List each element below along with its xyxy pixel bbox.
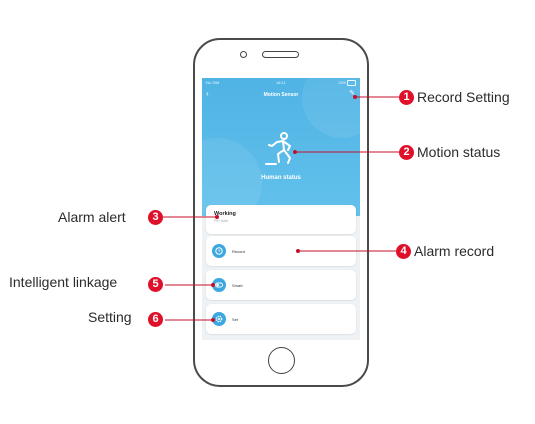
leader-dot-2	[293, 150, 297, 154]
app-screen: No SIM 16:11 13% ‹ Motion Sensor ✎ Human…	[202, 78, 360, 340]
record-label: Record	[232, 249, 245, 254]
carrier-text: No SIM	[206, 80, 220, 85]
alarm-alert-card[interactable]: Working PIR state	[206, 205, 356, 234]
callout-setting: Setting	[88, 309, 132, 325]
callout-badge-5: 5	[148, 277, 163, 292]
home-button[interactable]	[268, 347, 295, 374]
callout-badge-2: 2	[399, 145, 414, 160]
human-status-label: Human status	[261, 175, 301, 181]
callout-alarm-record: Alarm record	[414, 243, 495, 259]
leader-dot-4	[296, 249, 300, 253]
callout-badge-4: 4	[396, 244, 411, 259]
callout-intelligent-linkage: Intelligent linkage	[9, 274, 118, 290]
leader-dot-3	[215, 215, 219, 219]
set-label: Set	[232, 317, 239, 322]
smart-label: Smart	[232, 283, 243, 288]
leader-dot-5	[211, 283, 215, 287]
battery-icon	[347, 80, 356, 86]
clock-icon	[212, 244, 226, 258]
smart-row[interactable]: Smart	[206, 270, 356, 300]
callout-motion-status: Motion status	[417, 144, 501, 160]
toggle-icon	[212, 278, 226, 292]
hero-panel: No SIM 16:11 13% ‹ Motion Sensor ✎ Human…	[202, 78, 360, 228]
callout-alarm-alert: Alarm alert	[58, 209, 126, 225]
back-chevron-icon[interactable]: ‹	[206, 89, 209, 98]
alarm-state-title: Working	[214, 211, 236, 217]
set-row[interactable]: Set	[206, 304, 356, 334]
leader-dot-1	[353, 95, 357, 99]
running-person-icon	[265, 132, 291, 165]
callout-badge-1: 1	[399, 90, 414, 105]
gear-icon	[212, 312, 226, 326]
status-bar: No SIM 16:11 13%	[206, 80, 356, 86]
clock-text: 16:11	[276, 80, 286, 85]
callout-record-setting: Record Setting	[417, 89, 510, 105]
alarm-state-subtitle: PIR state	[214, 219, 229, 223]
page-title: Motion Sensor	[263, 92, 299, 98]
front-camera	[240, 51, 247, 58]
earpiece-speaker	[262, 51, 299, 58]
callout-badge-6: 6	[148, 312, 163, 327]
edit-pencil-icon[interactable]: ✎	[349, 90, 355, 97]
battery-text: 13%	[337, 80, 346, 85]
callout-badge-3: 3	[148, 210, 163, 225]
leader-dot-6	[211, 318, 215, 322]
